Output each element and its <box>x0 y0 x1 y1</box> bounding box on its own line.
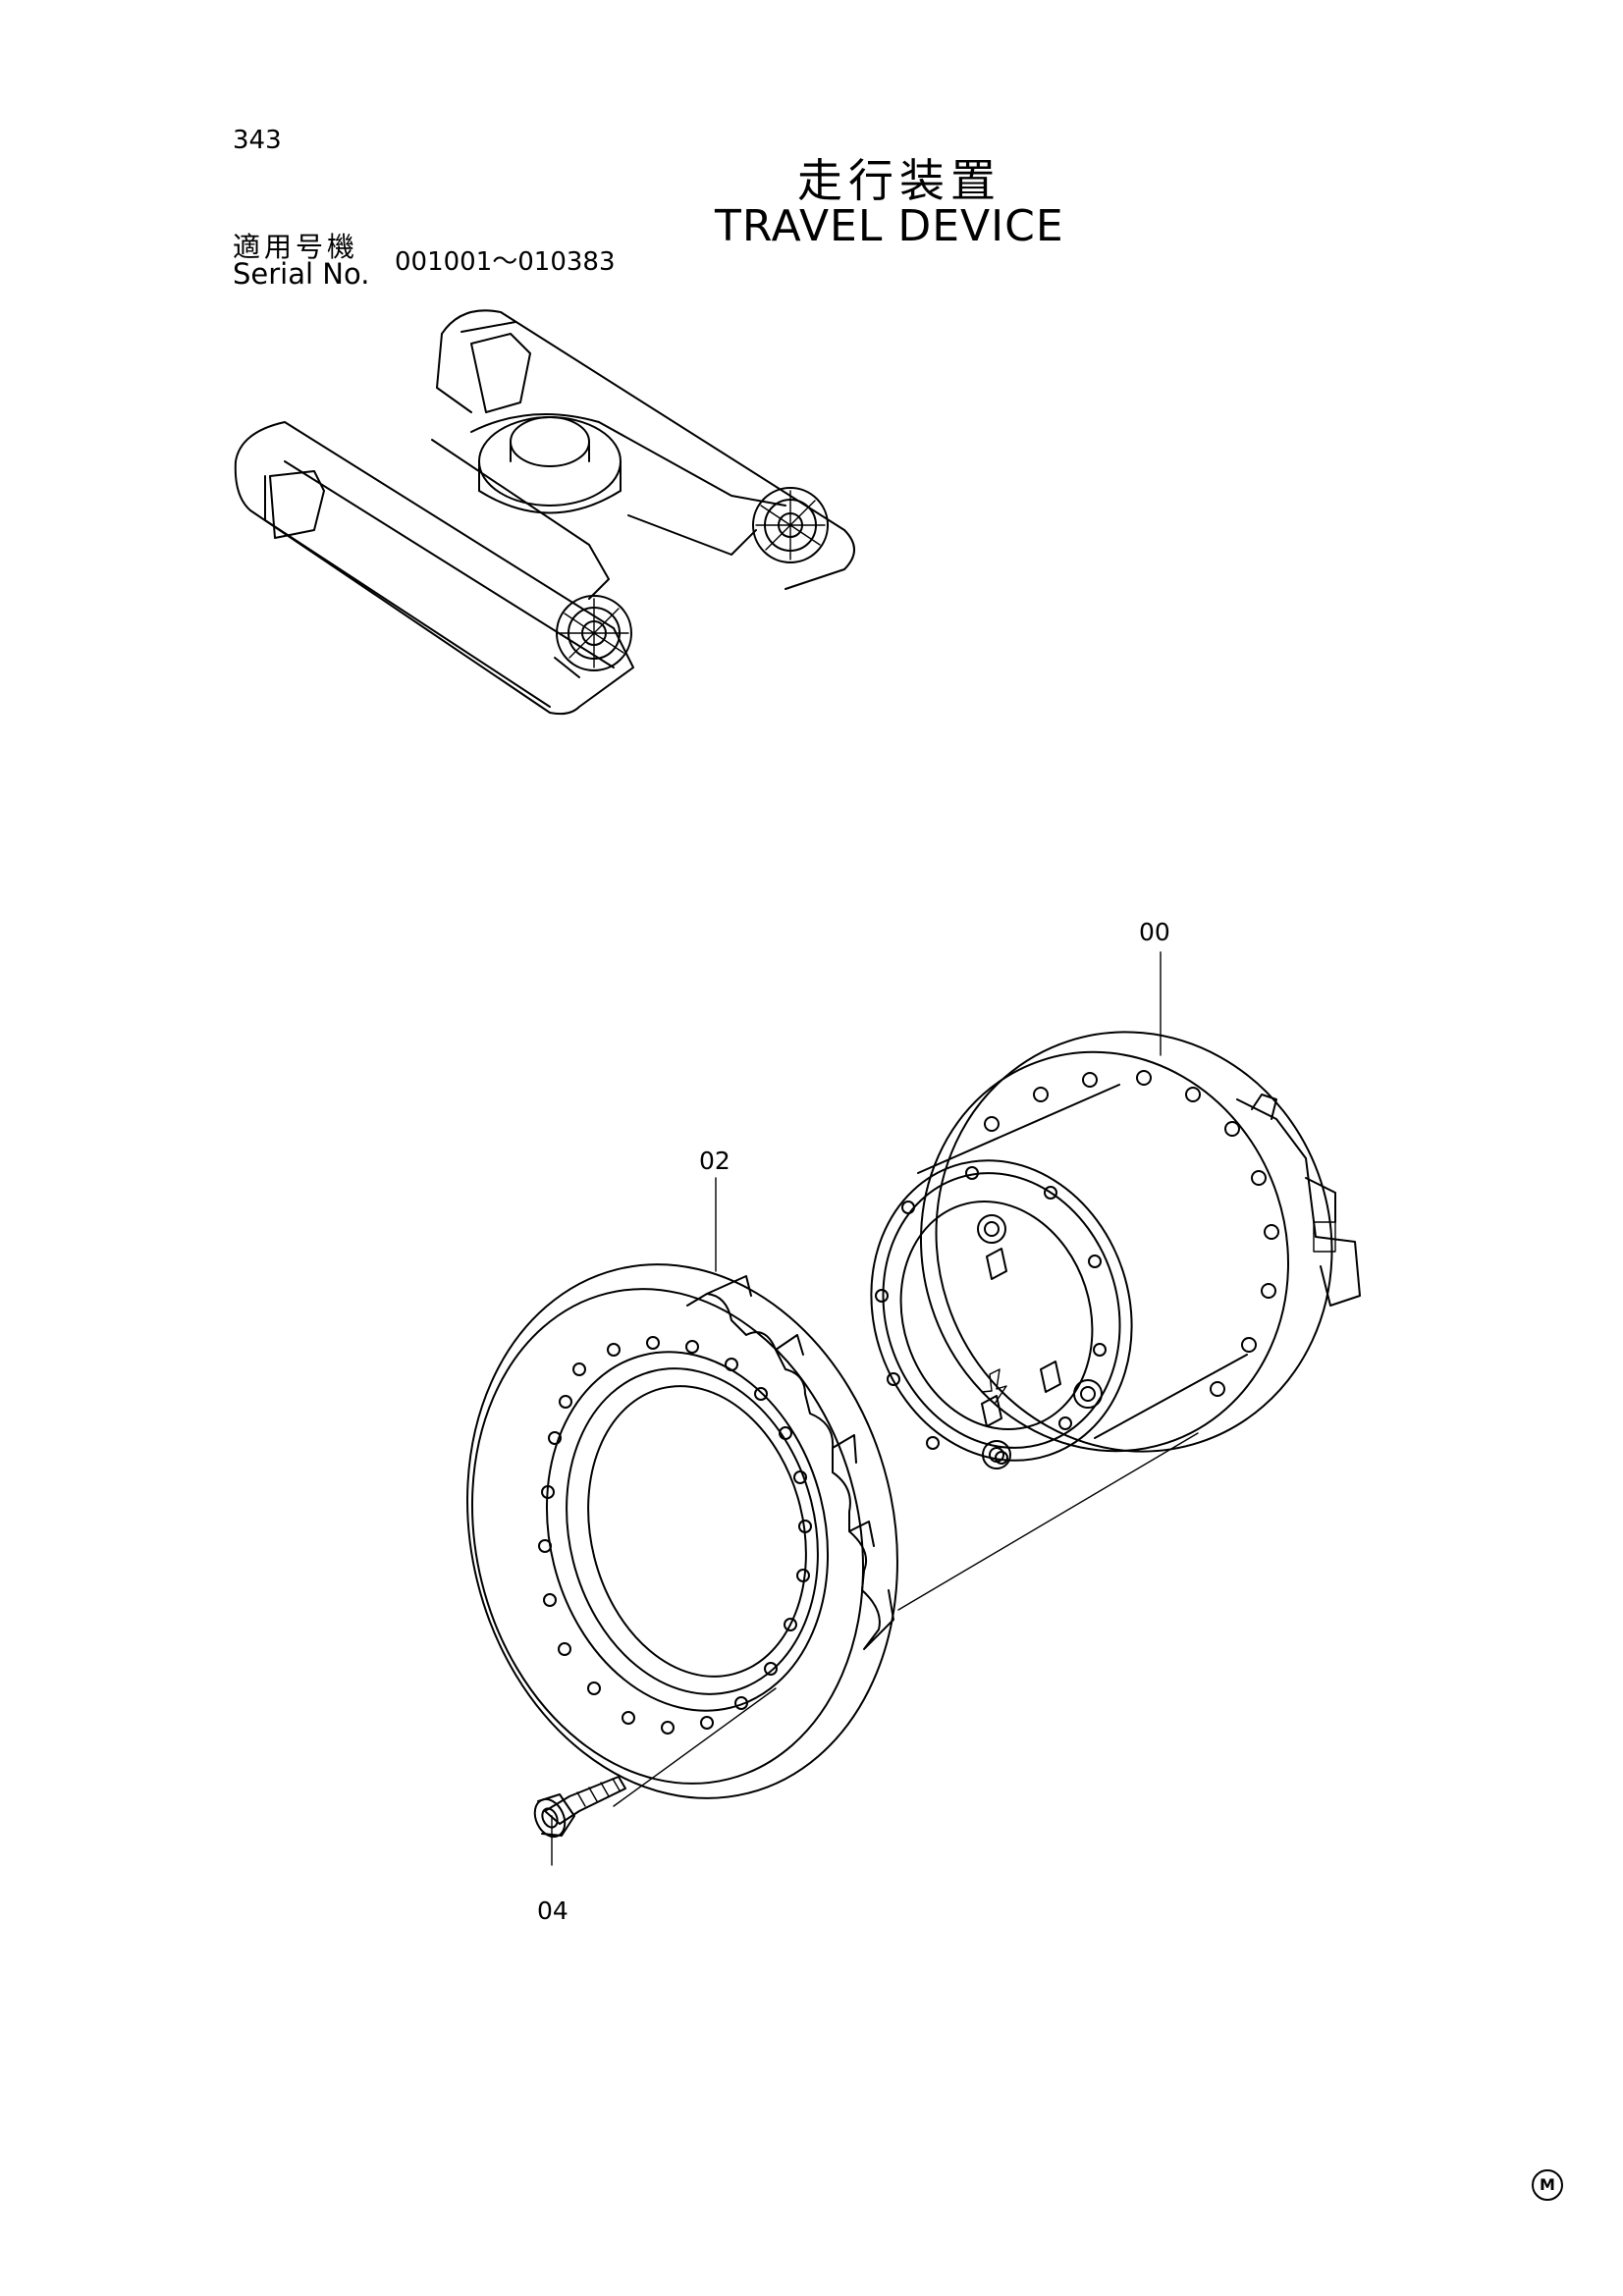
leader-lines <box>551 951 1199 1866</box>
sprocket-icon <box>466 1263 898 1799</box>
travel-motor-icon <box>870 1031 1361 1469</box>
page-title: TRAVEL DEVICE <box>715 201 1064 251</box>
callout-04: 04 <box>537 1896 568 1925</box>
callout-02: 02 <box>699 1147 730 1175</box>
page-title-japanese: 走行装置 <box>797 154 1001 207</box>
serial-range: 001001～010383 <box>395 247 616 277</box>
undercarriage-illustration-icon <box>234 309 855 716</box>
serial-label: Serial No. <box>233 257 370 291</box>
corner-symbol: M <box>1532 2169 1563 2201</box>
serial-label-japanese: 適用号機 <box>233 231 359 263</box>
bolt-icon <box>533 1776 626 1839</box>
callout-00: 00 <box>1139 918 1170 946</box>
page-number: 343 <box>233 126 282 155</box>
